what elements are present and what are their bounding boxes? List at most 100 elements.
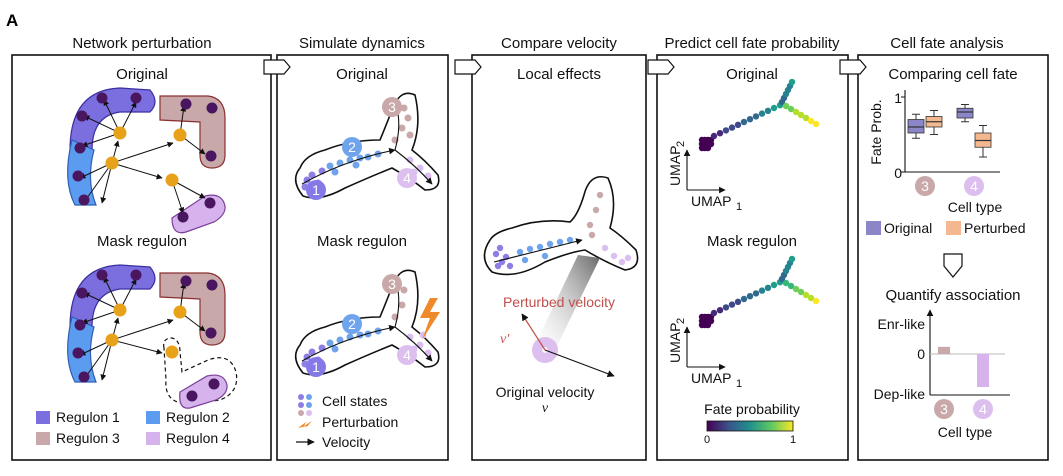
ytick-1: 1 [894,90,902,106]
umap-point [701,313,709,321]
celltype-4-badge [964,176,984,196]
umap-point [802,114,810,122]
v-label: v [542,401,549,416]
umap-point [812,120,820,128]
legend-perturbed: Perturbed [964,220,1025,236]
umap-point [797,111,805,119]
enr-like-label: Enr-like [878,316,926,332]
flow-arrow-icon [839,59,867,75]
original-velocity-label: Original velocity [496,384,595,400]
umap-y-sub: 2 [675,141,687,147]
colorbar [706,420,794,432]
legend-swatch-original [866,221,881,235]
umap-point [782,102,790,110]
state-2-label: 2 [348,139,356,155]
umap-point [764,107,772,115]
legend-regulon3: Regulon 3 [56,430,120,446]
umap-point [807,294,815,302]
umap-point [740,295,748,303]
lightning-legend-icon [298,421,312,429]
ytick-0: 0 [894,165,902,181]
fate-xlabel: Cell type [948,199,1003,215]
umap-point [788,255,796,263]
trajectory-masked: 1 2 3 4 [294,269,440,377]
box-original-4 [956,107,974,119]
umap-point [782,279,790,287]
state-1-label-masked: 1 [312,359,320,375]
umap-point [812,297,820,305]
network-masked [67,264,238,409]
legend-perturbation: Perturbation [322,414,398,430]
p4-original-label: Original [726,66,778,83]
umap-point [722,127,730,134]
colorbar-max: 1 [790,434,796,446]
umap-point [707,317,715,325]
assoc-bar-3 [938,346,950,354]
panel-frame-2 [276,54,449,461]
local-effects-diagram [483,176,639,378]
header-network-perturbation: Network perturbation [72,35,211,52]
celltype-4-badge-b [973,399,993,419]
perturbed-velocity-label: Perturbed velocity [503,294,615,310]
celltype-3: 3 [921,178,929,194]
umap-point [764,284,772,291]
umap-point [710,132,718,140]
panel-frame-1 [11,54,272,461]
vprime-label: v′ [500,332,510,347]
umap-point [758,110,766,117]
flow-arrow-icon [454,59,482,75]
celltype-3-badge-b [934,399,954,419]
umap-point [716,130,724,137]
umap-point [728,301,736,308]
legend-swatch-regulon3 [36,432,50,445]
legend-original: Original [884,220,932,236]
association-barplot [926,309,1010,396]
p4-mask-label: Mask regulon [707,233,797,250]
colorbar-min: 0 [704,434,710,446]
zero-label: 0 [917,346,925,362]
legend-cell-states: Cell states [322,393,387,409]
p2-legend: Cell states Perturbation Velocity [296,393,398,450]
p1-original-label: Original [116,66,168,83]
celltype-4: 4 [970,178,978,194]
legend-swatch-regulon4 [146,432,160,445]
umap-point [807,117,815,125]
legend-swatch-regulon1 [36,411,50,424]
state-1-label: 1 [312,182,320,198]
umap-point [758,287,766,294]
trajectory-original: 1 2 3 4 [294,92,440,200]
fate-boxplot [901,90,1000,173]
state-3-label: 3 [388,99,396,115]
header-fate-analysis: Cell fate analysis [890,35,1003,52]
state-4-label-masked: 4 [403,347,411,363]
umap-point [770,281,778,289]
quantify-title: Quantify association [885,287,1020,304]
state-2-label-masked: 2 [348,316,356,332]
legend-velocity: Velocity [322,434,370,450]
umap-point [752,113,760,120]
colorbar-title: Fate probability [704,401,800,417]
p2-mask-label: Mask regulon [317,233,407,250]
umap-point [746,116,754,123]
umap-point [787,105,795,113]
umap-x-label: UMAP [691,193,731,209]
legend-regulon1: Regulon 1 [56,409,120,425]
panel-letter: A [6,11,18,30]
panel-frame-4 [656,54,849,461]
assoc-xlabel: Cell type [938,424,993,440]
p5-title: Comparing cell fate [888,66,1017,83]
umap-point [802,291,810,299]
legend-swatch-regulon2 [146,411,160,424]
umap-point [728,124,736,131]
umap-x-sub-masked: 1 [736,378,742,390]
flow-arrow-icon [263,59,291,75]
network-original [67,87,226,234]
umap-x-sub: 1 [736,201,742,213]
umap-y-label-masked: UMAP [667,323,683,363]
box-original-3 [907,119,925,134]
flow-arrows [263,59,867,75]
umap-point [788,78,796,86]
umap-point [710,309,718,317]
legend-regulon4: Regulon 4 [166,430,230,446]
